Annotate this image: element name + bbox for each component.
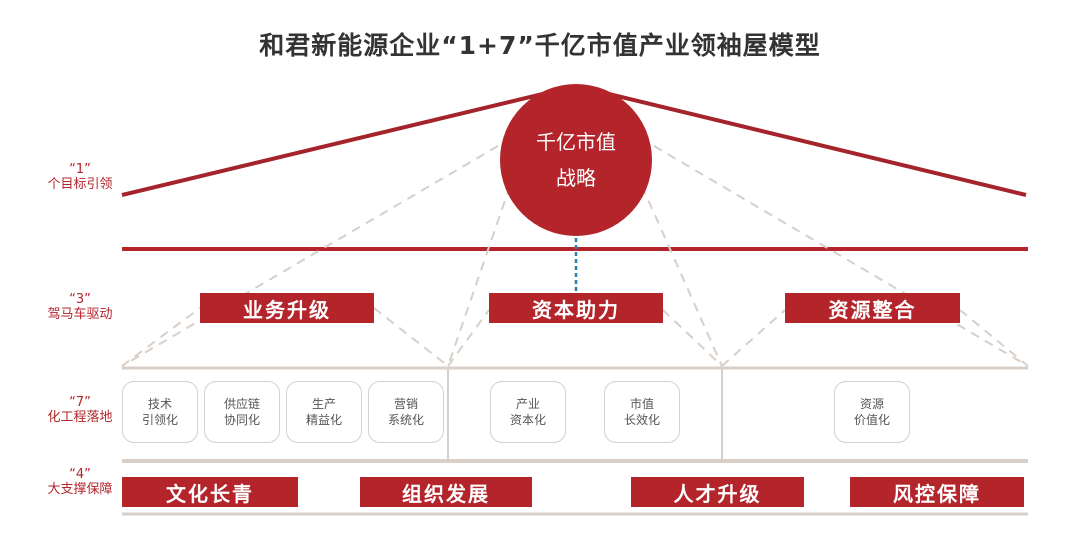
support-culture: 文化长青 [122, 477, 298, 507]
project-line1: 资源 [859, 397, 884, 411]
project-line1: 营销 [393, 397, 418, 411]
cap-b1 [447, 309, 490, 367]
side-label-text: 大支撑保障 [47, 482, 113, 497]
project-item: 产业 资本化 [490, 381, 566, 443]
side-label-text: 化工程落地 [47, 410, 113, 425]
core-line1: 千亿市值 [536, 130, 616, 154]
project-line2: 长效化 [623, 413, 660, 427]
project-line2: 价值化 [853, 413, 890, 427]
project-line2: 协同化 [223, 413, 260, 427]
core-line2: 战略 [556, 166, 596, 190]
project-item: 营销 系统化 [368, 381, 444, 443]
cap-a1 [121, 307, 201, 367]
project-line1: 生产 [311, 397, 336, 411]
project-line2: 资本化 [509, 413, 546, 427]
driver-resource-integration: 资源整合 [785, 293, 960, 323]
project-line2: 引领化 [141, 413, 178, 427]
project-line1: 市值 [629, 397, 654, 411]
project-line1: 技术 [147, 397, 172, 411]
dash-left-inner [447, 185, 511, 367]
support-organization: 组织发展 [360, 477, 532, 507]
cap-c1 [721, 309, 786, 367]
side-label-num: “3” [69, 292, 91, 307]
project-line2: 精益化 [305, 413, 342, 427]
project-item: 生产 精益化 [286, 381, 362, 443]
side-label-text: 个目标引领 [47, 177, 113, 192]
project-item: 技术 引领化 [122, 381, 198, 443]
cap-c2 [959, 309, 1029, 367]
project-item: 市值 长效化 [604, 381, 680, 443]
dash-right-inner [641, 185, 723, 367]
project-item: 供应链 协同化 [204, 381, 280, 443]
cap-a2 [373, 307, 449, 367]
project-line1: 供应链 [223, 397, 260, 411]
dash-right-outer [653, 145, 1029, 367]
side-label-projects: “7” 化工程落地 [28, 395, 132, 425]
project-line1: 产业 [515, 397, 540, 411]
support-risk-control: 风控保障 [850, 477, 1024, 507]
cap-b2 [662, 309, 723, 367]
project-line2: 系统化 [387, 413, 424, 427]
side-label-num: “4” [69, 467, 91, 482]
side-label-num: “7” [69, 395, 91, 410]
side-label-text: 驾马车驱动 [47, 307, 113, 322]
side-label-num: “1” [69, 162, 91, 177]
project-item: 资源 价值化 [834, 381, 910, 443]
driver-capital-support: 资本助力 [489, 293, 663, 323]
side-label-supports: “4” 大支撑保障 [28, 467, 132, 497]
side-label-goal: “1” 个目标引领 [28, 162, 132, 192]
dash-left-outer [121, 145, 499, 367]
core-strategy-circle: 千亿市值 战略 [500, 84, 652, 236]
roof-right-line [575, 84, 1027, 197]
side-label-drivers: “3” 驾马车驱动 [28, 292, 132, 322]
diagram-title: 和君新能源企业“1+7”千亿市值产业领袖屋模型 [259, 31, 821, 60]
support-talent: 人才升级 [631, 477, 804, 507]
driver-business-upgrade: 业务升级 [200, 293, 374, 323]
roof-left-line [121, 84, 577, 197]
